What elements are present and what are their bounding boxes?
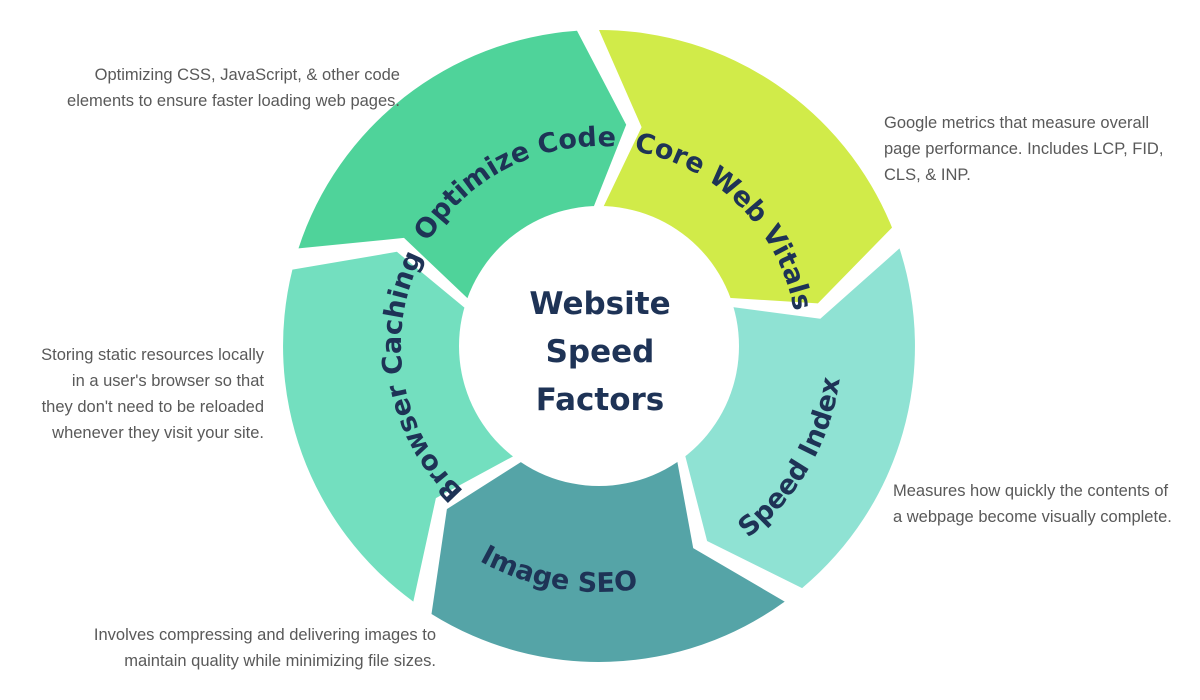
title-line-3: Factors	[535, 382, 665, 418]
segment-speed-index	[682, 248, 915, 589]
segment-image-seo	[431, 451, 785, 662]
description-browser-caching: Storing static resources locally in a us…	[41, 346, 264, 442]
diagram-title: Website Speed Factors	[480, 280, 720, 424]
segment-optimize-code	[298, 30, 627, 306]
title-line-1: Website	[529, 286, 671, 322]
description-optimize-code: Optimizing CSS, JavaScript, & other code…	[67, 66, 400, 110]
description-image-seo: Involves compressing and delivering imag…	[93, 626, 436, 670]
title-line-2: Speed	[545, 334, 655, 370]
center-circle	[459, 206, 739, 486]
description-speed-index: Measures how quickly the contents of a w…	[893, 482, 1172, 526]
description-core-web-vitals: Google metrics that measure overall page…	[884, 114, 1164, 184]
